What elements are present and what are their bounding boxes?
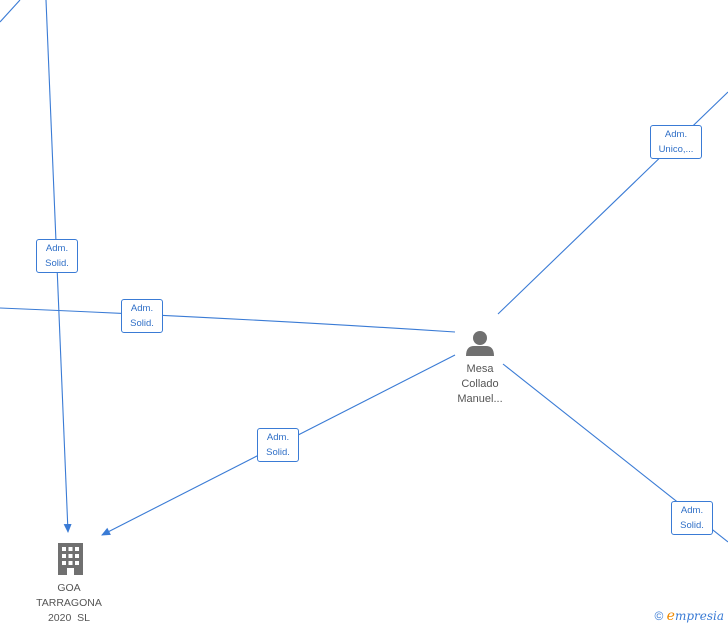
company-name-line1: GOA [57,582,81,594]
brand-e: e [666,608,675,624]
edge-label-top-to-company[interactable]: Adm. Solid. [36,239,78,273]
edge-label-person-to-topright[interactable]: Adm. Unico,... [650,125,702,159]
edge-label-line2: Solid. [266,447,290,458]
person-icon[interactable] [466,331,494,356]
edge-label-line1: Adm. [45,243,69,254]
company-name-line2: TARRAGONA [36,597,102,609]
edge-label-person-to-company[interactable]: Adm. Solid. [257,428,299,462]
edge-top-left-stub [0,0,21,23]
person-name-line3: Manuel... [457,393,503,405]
edge-label-line2: Solid. [680,520,704,531]
edge-label-line2: Solid. [130,318,154,329]
edge-left-to-person [0,307,456,333]
copyright-symbol: © [654,609,664,623]
person-node-label[interactable]: Mesa Collado Manuel... [440,362,520,407]
edge-label-line1: Adm. [680,505,704,516]
edge-label-left-to-person[interactable]: Adm. Solid. [121,299,163,333]
edge-label-line2: Unico,... [658,144,694,155]
edge-label-line2: Solid. [45,258,69,269]
edge-label-line1: Adm. [266,432,290,443]
edge-label-person-to-bottomright[interactable]: Adm. Solid. [671,501,713,535]
company-node-label[interactable]: GOA TARRAGONA 2020 SL [24,581,114,626]
company-name-line3: 2020 SL [47,612,91,624]
person-name-line1: Mesa [466,363,494,375]
empresia-logo: © empresia [654,608,724,624]
edge-label-line1: Adm. [130,303,154,314]
edge-label-line1: Adm. [664,129,688,140]
person-name-line2: Collado [461,378,499,390]
brand-rest: mpresia [674,609,724,623]
building-icon[interactable] [58,543,83,575]
